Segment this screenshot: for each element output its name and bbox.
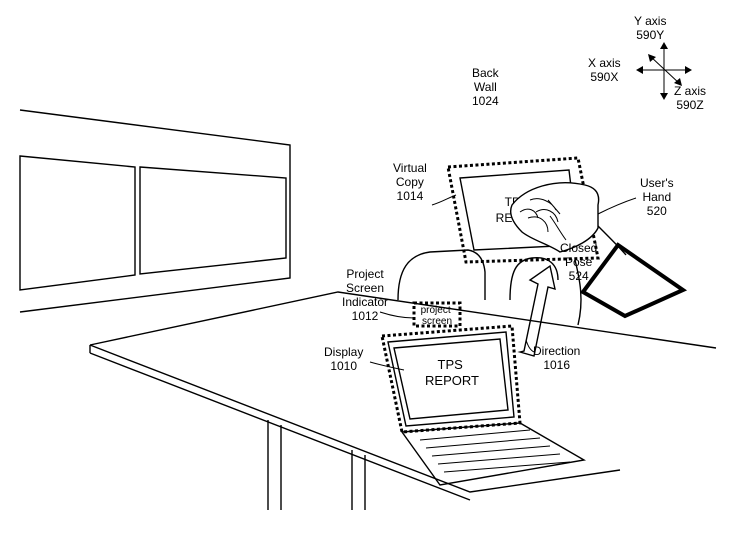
- z-axis-label: Z axis 590Z: [674, 84, 706, 112]
- wall-panel: [20, 110, 290, 312]
- display-label: Display 1010: [324, 345, 363, 373]
- project-screen-indicator-label: Project Screen Indicator 1012: [342, 267, 388, 323]
- indicator-text: project screen: [421, 305, 454, 327]
- project-screen-indicator: project screen: [414, 303, 460, 327]
- x-axis-label: X axis 590X: [588, 56, 621, 84]
- y-axis-name: Y axis: [634, 14, 666, 28]
- y-axis-ref: 590Y: [634, 28, 666, 42]
- laptop-screen-text: TPS REPORT: [425, 357, 479, 388]
- tracking-device: [583, 245, 683, 316]
- direction-label: Direction 1016: [533, 344, 580, 372]
- chair-right: [510, 258, 558, 300]
- z-axis-ref: 590Z: [674, 98, 706, 112]
- y-axis-label: Y axis 590Y: [634, 14, 666, 42]
- table: [90, 292, 716, 510]
- chair: [398, 250, 485, 300]
- z-axis-name: Z axis: [674, 84, 706, 98]
- virtual-copy-label: Virtual Copy 1014: [393, 161, 427, 203]
- closed-pose-label: Closed Pose 524: [560, 241, 597, 283]
- x-axis-ref: 590X: [588, 70, 621, 84]
- x-axis-name: X axis: [588, 56, 621, 70]
- users-hand-label: User's Hand 520: [640, 176, 674, 218]
- direction-arrow: [520, 266, 555, 356]
- back-wall-label: Back Wall 1024: [472, 66, 499, 108]
